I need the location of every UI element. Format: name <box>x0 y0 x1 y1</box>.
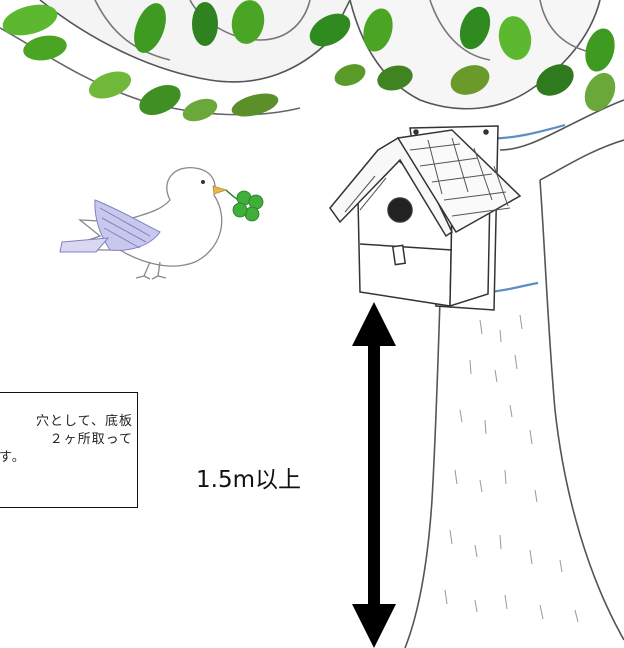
birdhouse-illustration <box>329 125 522 311</box>
note-box: 穴として、底板 ２ヶ所取って す。 <box>0 392 138 508</box>
clover-icon <box>225 189 264 222</box>
height-label: 1.5m以上 <box>196 467 301 493</box>
double-arrow-icon <box>352 302 396 648</box>
leaves-illustration <box>2 0 616 122</box>
bird-illustration <box>59 167 228 280</box>
note-line-3: す。 <box>0 450 26 465</box>
note-line-1: 穴として、底板 <box>36 414 133 429</box>
note-line-2: ２ヶ所取って <box>49 432 133 447</box>
